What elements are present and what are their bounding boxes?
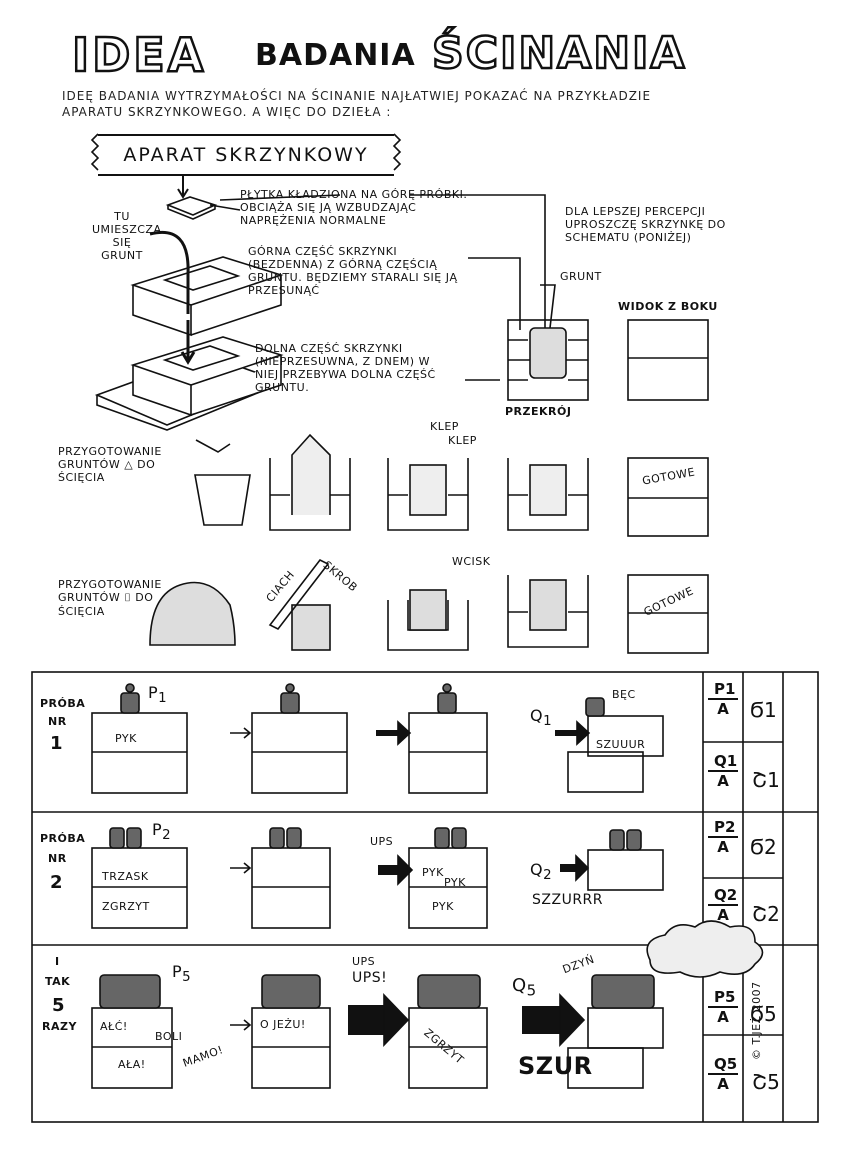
trial2-slide: SZZURRR: [532, 892, 603, 908]
prep2-box1: [387, 589, 469, 651]
trial3-tau: Շ5: [752, 1070, 780, 1094]
plate-arrow: [177, 175, 189, 199]
trial3-top-text: AŁĆ!: [100, 1020, 128, 1033]
trial2-tau: Շ2: [752, 902, 780, 926]
prep1-box4: [627, 457, 709, 537]
label-percepcja: DLA LEPSZEJ PERCEPCJI UPROSZCZĘ SKRZYNKĘ…: [565, 205, 726, 244]
trial3-ups1: UPS: [352, 955, 376, 968]
trial3-ups2: UPS!: [352, 970, 388, 986]
trial2-nr: NR: [48, 852, 67, 865]
trial3-boli: BOLI: [155, 1030, 183, 1043]
aparat-banner: APARAT SKRZYNKOWY: [98, 134, 394, 176]
trial1-step2: [251, 712, 348, 794]
trial2-ups: UPS: [370, 835, 394, 848]
upper-box: [130, 256, 284, 337]
prep2-label: PRZYGOTOWANIE GRUNTÓW ⌷ DO ŚCIĘCIA: [58, 578, 162, 618]
trial1-q: Q1: [530, 706, 553, 730]
trial3-slide: SZUR: [518, 1052, 593, 1080]
trials-frame: [31, 671, 819, 1123]
prep1-label: PRZYGOTOWANIE GRUNTÓW △ DO ŚCIĘCIA: [58, 445, 162, 484]
label-dolna: DOLNA CZĘŚĆ SKRZYNKI (NIEPRZESUWNA, Z DN…: [255, 342, 436, 394]
trial2-pyk3: PYK: [432, 900, 454, 913]
copyright: © T.JEŻ 2007: [750, 981, 763, 1060]
trial3-jezu: O JEŻU!: [260, 1018, 306, 1031]
trial3-num: 5: [52, 995, 66, 1016]
trial2-proba: PRÓBA: [40, 832, 86, 845]
trial2-step1: [91, 847, 188, 929]
prep2-box2: [507, 575, 589, 648]
side-view-box: [627, 319, 709, 401]
prep1-klep: KLEP: [430, 420, 459, 433]
trial2-sigma: Ϭ2: [750, 835, 777, 859]
trial3-i: I: [55, 955, 60, 968]
banner-left-zigzag: [90, 133, 100, 171]
prep1-klep2: KLEP: [448, 434, 477, 447]
trial1-step1: [91, 712, 188, 794]
trial2-q: Q2: [530, 860, 553, 884]
trial3-bottom-text: AŁA!: [118, 1058, 146, 1071]
trial1-load: P1: [148, 683, 168, 707]
trial1-bec: BĘC: [612, 688, 636, 701]
label-tu-umieszcza: TU UMIESZCZA SIĘ GRUNT: [92, 210, 162, 262]
trial2-step4: [587, 849, 664, 891]
banner-right-zigzag: [392, 133, 402, 171]
trial1-tau: Շ1: [752, 768, 780, 792]
trial2-pyk1: PYK: [422, 866, 444, 879]
lower-box: [130, 336, 284, 417]
trial1-slide: SZUUUR: [596, 738, 646, 751]
trial2-pyk2: PYK: [444, 876, 466, 889]
label-widok: WIDOK Z BOKU: [618, 300, 718, 313]
trial2-load: P2: [152, 820, 172, 844]
trial2-num: 2: [50, 872, 64, 893]
label-grunt: GRUNT: [560, 270, 602, 283]
prep1-bucket: [194, 439, 251, 526]
trial1-step3: [408, 712, 488, 794]
title-badania: BADANIA: [255, 38, 416, 73]
intro-text: IDEĘ BADANIA WYTRZYMAŁOŚCI NA ŚCINANIE N…: [62, 89, 652, 120]
prep2-wcisk: WCISK: [452, 555, 491, 568]
prep1-box2: [387, 458, 469, 531]
section-schematic: [507, 319, 589, 401]
prep1-box3: [507, 458, 589, 531]
prep1-box1: [269, 433, 351, 531]
trial3-sigma: Ϭ5: [750, 1002, 777, 1026]
trial1-step4: [567, 715, 664, 793]
title-scinania: ŚCINANIA: [431, 27, 687, 81]
trial1-proba: PRÓBA: [40, 697, 86, 710]
grunt-arrow: [149, 231, 190, 314]
title-idea: IDEA: [71, 27, 207, 84]
trial3-load: P5: [172, 962, 192, 986]
trial3-q: Q5: [512, 975, 537, 1000]
prep2-soil-block: [149, 581, 236, 646]
trial2-step2: [251, 847, 331, 929]
trial1-nr: NR: [48, 715, 67, 728]
trial3-tak: TAK: [45, 975, 71, 988]
label-przekroj: PRZEKRÓJ: [505, 405, 572, 418]
trial1-sigma: Ϭ1: [750, 698, 777, 722]
trial1-num: 1: [50, 733, 64, 754]
trial2-top-text: TRZASK: [102, 870, 149, 883]
explosion-cloud: [646, 920, 764, 978]
trial3-razy: RAZY: [42, 1020, 77, 1033]
trial1-top-text: PYK: [115, 732, 137, 745]
prep2-cut-block: [268, 558, 331, 651]
trial2-bottom-text: ZGRZYT: [102, 900, 150, 913]
label-plytka: PŁYTKA KŁADZIONA NA GÓRĘ PRÓBKI. OBCIĄŻA…: [240, 188, 468, 227]
label-gorna: GÓRNA CZĘŚĆ SKRZYNKI (BEZDENNA) Z GÓRNĄ …: [248, 245, 458, 297]
prep2-box3: [627, 574, 709, 654]
